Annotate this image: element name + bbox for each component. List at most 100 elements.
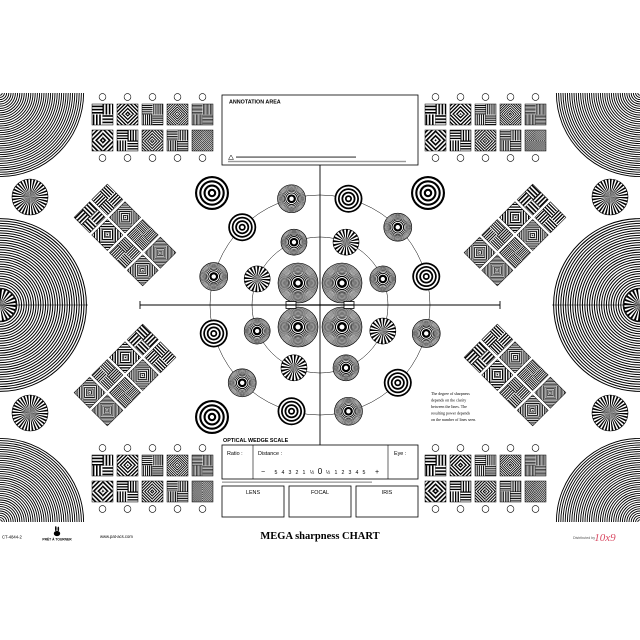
line-square bbox=[524, 103, 547, 126]
annotation-area: ANNOTATION AREA bbox=[221, 94, 419, 166]
line-square bbox=[463, 236, 496, 269]
annotation-title: ANNOTATION AREA bbox=[229, 100, 281, 106]
number-marker bbox=[123, 444, 132, 452]
zone-plate bbox=[383, 212, 413, 242]
line-square bbox=[516, 183, 549, 216]
number-marker bbox=[198, 154, 207, 162]
line-square bbox=[141, 103, 164, 126]
scale-mark: 1 bbox=[303, 470, 306, 476]
annotation-box bbox=[221, 94, 419, 166]
line-square bbox=[126, 359, 159, 391]
line-square bbox=[91, 129, 114, 152]
siemens-star bbox=[11, 394, 49, 432]
distributed-by-label: Distributed by bbox=[573, 536, 595, 540]
concentric-target bbox=[412, 262, 441, 291]
siemens-star bbox=[591, 178, 629, 216]
number-marker bbox=[123, 505, 132, 513]
fine-print-line bbox=[222, 481, 372, 483]
zone-plate bbox=[227, 368, 257, 398]
distance-label: Distance : bbox=[258, 451, 282, 457]
line-square bbox=[126, 323, 159, 356]
number-marker bbox=[531, 505, 540, 513]
number-marker bbox=[531, 154, 540, 162]
concentric-target bbox=[228, 213, 257, 242]
diamond-square-group bbox=[73, 183, 177, 287]
scale-mark: 4 bbox=[282, 470, 285, 476]
line-square bbox=[116, 103, 139, 126]
scale-mark: ½ bbox=[310, 469, 315, 476]
line-square bbox=[524, 480, 547, 503]
scale-mark: 1 bbox=[335, 470, 338, 476]
line-square bbox=[126, 219, 159, 251]
line-square bbox=[166, 103, 189, 126]
line-square bbox=[144, 341, 177, 374]
line-square bbox=[474, 103, 497, 126]
scale-mark: 2 bbox=[296, 470, 299, 476]
number-marker bbox=[531, 93, 540, 101]
line-square bbox=[481, 323, 514, 356]
number-marker bbox=[506, 154, 515, 162]
line-square bbox=[116, 454, 139, 477]
scale-mark: 5 bbox=[275, 470, 278, 476]
number-marker bbox=[98, 444, 107, 452]
zone-plate bbox=[369, 265, 397, 293]
side-ring-pattern bbox=[0, 217, 88, 393]
line-square bbox=[499, 480, 522, 503]
number-marker bbox=[481, 505, 490, 513]
line-square bbox=[424, 454, 447, 477]
number-marker bbox=[98, 93, 107, 101]
line-square bbox=[424, 129, 447, 152]
line-square bbox=[109, 236, 141, 269]
zone-plate bbox=[321, 262, 363, 304]
line-square bbox=[191, 454, 214, 477]
number-marker bbox=[198, 505, 207, 513]
document-code: CT-4844-2 bbox=[2, 535, 22, 540]
zone-plate bbox=[334, 396, 363, 426]
line-square bbox=[499, 376, 531, 409]
line-square bbox=[116, 480, 139, 503]
line-square bbox=[109, 376, 141, 409]
zone-plate bbox=[280, 228, 308, 256]
number-marker bbox=[456, 93, 465, 101]
line-square bbox=[91, 219, 124, 251]
line-square bbox=[424, 480, 447, 503]
line-square bbox=[126, 254, 159, 287]
line-square bbox=[73, 201, 106, 234]
zone-plate bbox=[321, 306, 363, 348]
scale-mark: 3 bbox=[289, 470, 292, 476]
note-line: between the lines. The bbox=[431, 404, 467, 409]
line-square bbox=[516, 394, 549, 427]
line-square bbox=[141, 129, 164, 152]
line-square bbox=[91, 103, 114, 126]
website-link: www.pat-acs.com bbox=[100, 534, 133, 539]
note-line: The degree of sharpness bbox=[431, 391, 470, 396]
line-square bbox=[91, 480, 114, 503]
siemens-star bbox=[369, 317, 397, 345]
number-marker bbox=[148, 505, 157, 513]
number-marker bbox=[148, 93, 157, 101]
line-square bbox=[474, 129, 497, 152]
number-marker bbox=[481, 93, 490, 101]
siemens-star bbox=[243, 265, 271, 293]
scale-mark: 2 bbox=[342, 470, 345, 476]
concentric-target bbox=[277, 397, 306, 426]
number-marker bbox=[148, 444, 157, 452]
zone-plate bbox=[411, 319, 441, 348]
line-square bbox=[91, 183, 124, 216]
line-square bbox=[449, 129, 472, 152]
line-square bbox=[449, 480, 472, 503]
sharpness-note: The degree of sharpness depends on the c… bbox=[431, 391, 476, 422]
fine-print-line bbox=[236, 156, 356, 158]
note-line: depends on the clarity bbox=[431, 398, 466, 403]
scale-mark: − bbox=[261, 469, 265, 476]
ratio-label: Ratio : bbox=[227, 451, 243, 457]
number-marker bbox=[506, 444, 515, 452]
warning-icon bbox=[228, 154, 234, 160]
number-marker bbox=[506, 93, 515, 101]
concentric-target bbox=[195, 176, 229, 210]
number-marker bbox=[173, 444, 182, 452]
number-marker bbox=[173, 93, 182, 101]
line-square bbox=[109, 201, 141, 234]
line-square bbox=[166, 129, 189, 152]
optical-wedge-scale: OPTICAL WEDGE SCALE Ratio : Distance : E… bbox=[221, 438, 419, 483]
